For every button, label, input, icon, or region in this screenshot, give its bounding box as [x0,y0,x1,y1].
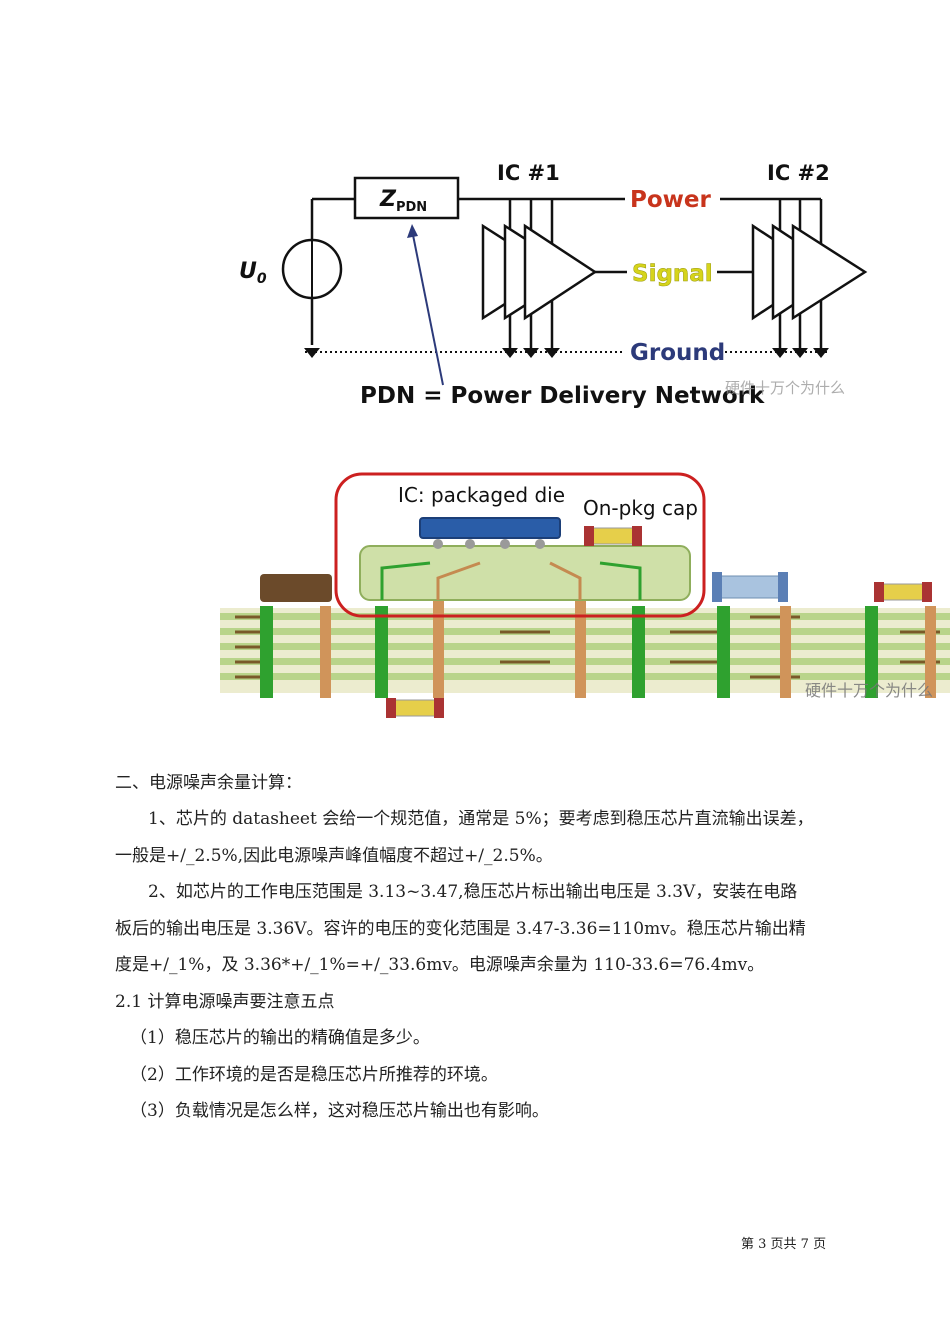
ground-label: Ground [630,340,725,366]
paragraph-2-line-3: 度是+/_1%，及 3.36*+/_1%=+/_33.6mv。电源噪声余量为 1… [115,955,765,975]
impedance-label: ZPDN [379,187,427,215]
paragraph-2-line-1: 2、如芯片的工作电压范围是 3.13~3.47,稳压芯片标出输出电压是 3.3V… [148,882,798,902]
source-label: U0 [239,259,267,287]
die-label: IC: packaged die [398,483,565,507]
section-heading: 二、电源噪声余量计算： [115,773,302,793]
list-item-3: （3）负载情况是怎么样，这对稳压芯片输出也有影响。 [130,1101,549,1121]
signal-label: Signal [632,261,713,287]
paragraph-2-line-2: 板后的输出电压是 3.36V。容许的电压的变化范围是 3.47-3.36=110… [115,919,806,939]
ic1-label: IC #1 [497,161,560,185]
ic2-label: IC #2 [767,161,830,185]
paragraph-1-line-2: 一般是+/_2.5%,因此电源噪声峰值幅度不超过+/_2.5%。 [115,846,553,866]
cap-label: On-pkg cap [583,496,698,520]
pcb-cross-section-figure: IC: packaged die On-pkg cap 硬件十万个为什么 [220,472,950,718]
figure2-watermark: 硬件十万个为什么 [805,681,933,700]
figure1-caption: PDN = Power Delivery Network [360,383,765,409]
list-item-2: （2）工作环境的是否是稳压芯片所推荐的环境。 [130,1065,498,1085]
list-item-1: （1）稳压芯片的输出的精确值是多少。 [130,1028,430,1048]
figure1-watermark: 硬件十万个为什么 [725,379,845,397]
page-footer: 第 3 页共 7 页 [741,1237,827,1252]
sub-heading: 2.1 计算电源噪声要注意五点 [115,992,335,1012]
power-label: Power [630,187,712,213]
pdn-schematic-figure: U0 ZPDN IC #1 IC #2 Power Signal Ground … [239,161,868,409]
paragraph-1-line-1: 1、芯片的 datasheet 会给一个规范值，通常是 5%；要考虑到稳压芯片直… [148,809,814,829]
